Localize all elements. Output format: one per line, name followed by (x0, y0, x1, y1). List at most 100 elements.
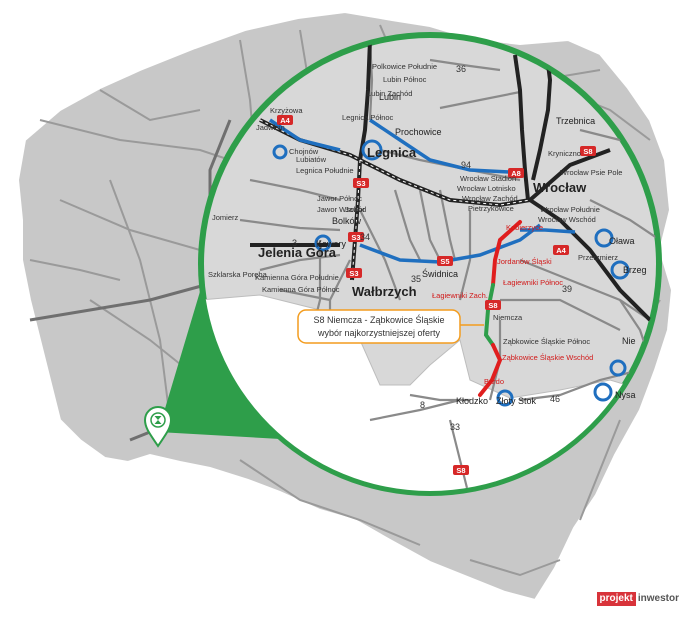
svg-text:Jawor Północ: Jawor Północ (317, 194, 362, 203)
svg-text:Trzebnica: Trzebnica (556, 116, 595, 126)
svg-text:Kowary: Kowary (316, 239, 347, 249)
svg-text:Lubin Północ: Lubin Północ (383, 75, 427, 84)
svg-text:Ząbkowice Śląskie Wschód: Ząbkowice Śląskie Wschód (502, 353, 593, 362)
svg-text:S3: S3 (349, 269, 358, 278)
callout-line1: S8 Niemcza - Ząbkowice Śląskie (313, 314, 444, 325)
svg-text:S8: S8 (456, 466, 465, 475)
shield-a4-east: A4 (553, 245, 569, 255)
svg-text:33: 33 (450, 422, 460, 432)
svg-text:34: 34 (360, 232, 370, 242)
svg-text:Złoty Stok: Złoty Stok (496, 396, 537, 406)
publisher-logo: projekt inwestor (596, 592, 681, 606)
svg-text:Kamienna Góra Północ: Kamienna Góra Północ (262, 285, 340, 294)
blue-routes (269, 118, 576, 264)
svg-text:Polkowice Południe: Polkowice Południe (372, 62, 437, 71)
shield-a8: A8 (508, 168, 524, 178)
svg-text:Jadwisin: Jadwisin (256, 123, 285, 132)
svg-text:Chojnów: Chojnów (289, 147, 319, 156)
svg-text:A4: A4 (556, 246, 566, 255)
svg-text:3: 3 (292, 238, 297, 248)
svg-text:Jordanów Śląski: Jordanów Śląski (497, 257, 552, 266)
shield-s8-mid: S8 (485, 300, 501, 310)
brzeg-ring (610, 260, 630, 280)
svg-text:Legnica: Legnica (367, 145, 417, 160)
svg-text:39: 39 (562, 284, 572, 294)
svg-text:Wrocław Wschód: Wrocław Wschód (538, 215, 596, 224)
svg-text:Pietrzykowice: Pietrzykowice (468, 204, 514, 213)
nie-ring (609, 359, 627, 377)
svg-text:Ząbkowice Śląskie Północ: Ząbkowice Śląskie Północ (503, 337, 590, 346)
nysa-ring (593, 382, 613, 402)
svg-text:Jawor Wschód: Jawor Wschód (317, 205, 366, 214)
svg-text:Nysa: Nysa (615, 390, 636, 400)
city-rings (272, 139, 630, 407)
svg-text:94: 94 (461, 160, 471, 170)
location-pin (143, 406, 173, 448)
svg-text:Jomierz: Jomierz (212, 213, 239, 222)
svg-text:Przerzmierz: Przerzmierz (578, 253, 618, 262)
hourglass-icon (154, 416, 162, 424)
svg-text:Lubin: Lubin (379, 92, 401, 102)
logo-part-2: inwestor (637, 593, 679, 604)
callout-box: S8 Niemcza - Ząbkowice Śląskie wybór naj… (297, 309, 461, 344)
svg-text:Oława: Oława (609, 236, 635, 246)
logo-part-1: projekt (596, 592, 636, 606)
shield-s8-top: S8 (580, 146, 596, 156)
svg-text:Legnica Północ: Legnica Północ (342, 113, 394, 122)
svg-text:Bardo: Bardo (484, 377, 504, 386)
svg-text:Krynicznо: Krynicznо (548, 149, 581, 158)
svg-text:Kamienna Góra Południe: Kamienna Góra Południe (255, 273, 339, 282)
svg-text:Wrocław: Wrocław (533, 180, 587, 195)
svg-text:36: 36 (456, 64, 466, 74)
svg-text:S8: S8 (488, 301, 497, 310)
svg-text:Łagiewniki Zach.: Łagiewniki Zach. (432, 291, 488, 300)
road-shields: A4 A8 S8 S3 S3 S3 S5 A4 S8 S8 (277, 115, 596, 475)
city-labels: Legnica Wrocław Jelenia Góra Wałbrzych Ś… (208, 92, 647, 406)
svg-text:Lubin Zachód: Lubin Zachód (367, 89, 412, 98)
shield-s3-1: S3 (353, 178, 369, 188)
svg-text:S3: S3 (356, 179, 365, 188)
klodzko-ring (496, 389, 514, 407)
svg-text:Wrocław Stadion: Wrocław Stadion (460, 174, 516, 183)
svg-text:Jawor: Jawor (345, 205, 366, 214)
svg-text:Niemcza: Niemcza (493, 313, 523, 322)
svg-text:A4: A4 (280, 116, 290, 125)
svg-text:Wałbrzych: Wałbrzych (352, 284, 417, 299)
svg-text:Jelenia Góra: Jelenia Góra (258, 245, 337, 260)
svg-text:Lubiatów: Lubiatów (296, 155, 327, 164)
road-numbers: 36 94 34 35 39 46 8 33 3 (292, 64, 572, 432)
svg-text:Legnica Południe: Legnica Południe (296, 166, 354, 175)
svg-text:Nie: Nie (622, 336, 636, 346)
callout-line2: wybór najkorzystniejszej oferty (317, 328, 441, 338)
shield-s5: S5 (437, 256, 453, 266)
s8-route (478, 220, 522, 397)
svg-text:Łagiewniki Północ: Łagiewniki Północ (503, 278, 563, 287)
svg-text:A8: A8 (511, 169, 521, 178)
legnica-ring (361, 139, 383, 161)
kaczorow-ring (314, 234, 332, 252)
svg-text:46: 46 (550, 394, 560, 404)
svg-text:Wrocław Psie Pole: Wrocław Psie Pole (560, 168, 622, 177)
svg-text:Kłodzko: Kłodzko (456, 396, 488, 406)
svg-text:Świdnica: Świdnica (422, 268, 458, 279)
svg-text:8: 8 (420, 400, 425, 410)
svg-text:Wrocław Południe: Wrocław Południe (540, 205, 600, 214)
shield-a4-west: A4 (277, 115, 293, 125)
svg-text:S5: S5 (440, 257, 449, 266)
svg-text:Krzyżowa: Krzyżowa (270, 106, 303, 115)
svg-text:Kobierzyce: Kobierzyce (506, 223, 543, 232)
shield-s3-3: S3 (346, 268, 362, 278)
svg-text:35: 35 (411, 274, 421, 284)
svg-text:Bolków: Bolków (332, 216, 362, 226)
shield-s8-bottom: S8 (453, 465, 469, 475)
svg-text:Prochowice: Prochowice (395, 127, 442, 137)
lubiatow-ring (272, 144, 288, 160)
svg-text:Wrocław Lotnisko: Wrocław Lotnisko (457, 184, 516, 193)
svg-text:S3: S3 (351, 233, 360, 242)
svg-text:S8: S8 (583, 147, 592, 156)
shield-s3-2: S3 (348, 232, 364, 242)
svg-text:Brzeg: Brzeg (623, 265, 647, 275)
svg-text:Szklarska Poręba: Szklarska Poręba (208, 270, 268, 279)
